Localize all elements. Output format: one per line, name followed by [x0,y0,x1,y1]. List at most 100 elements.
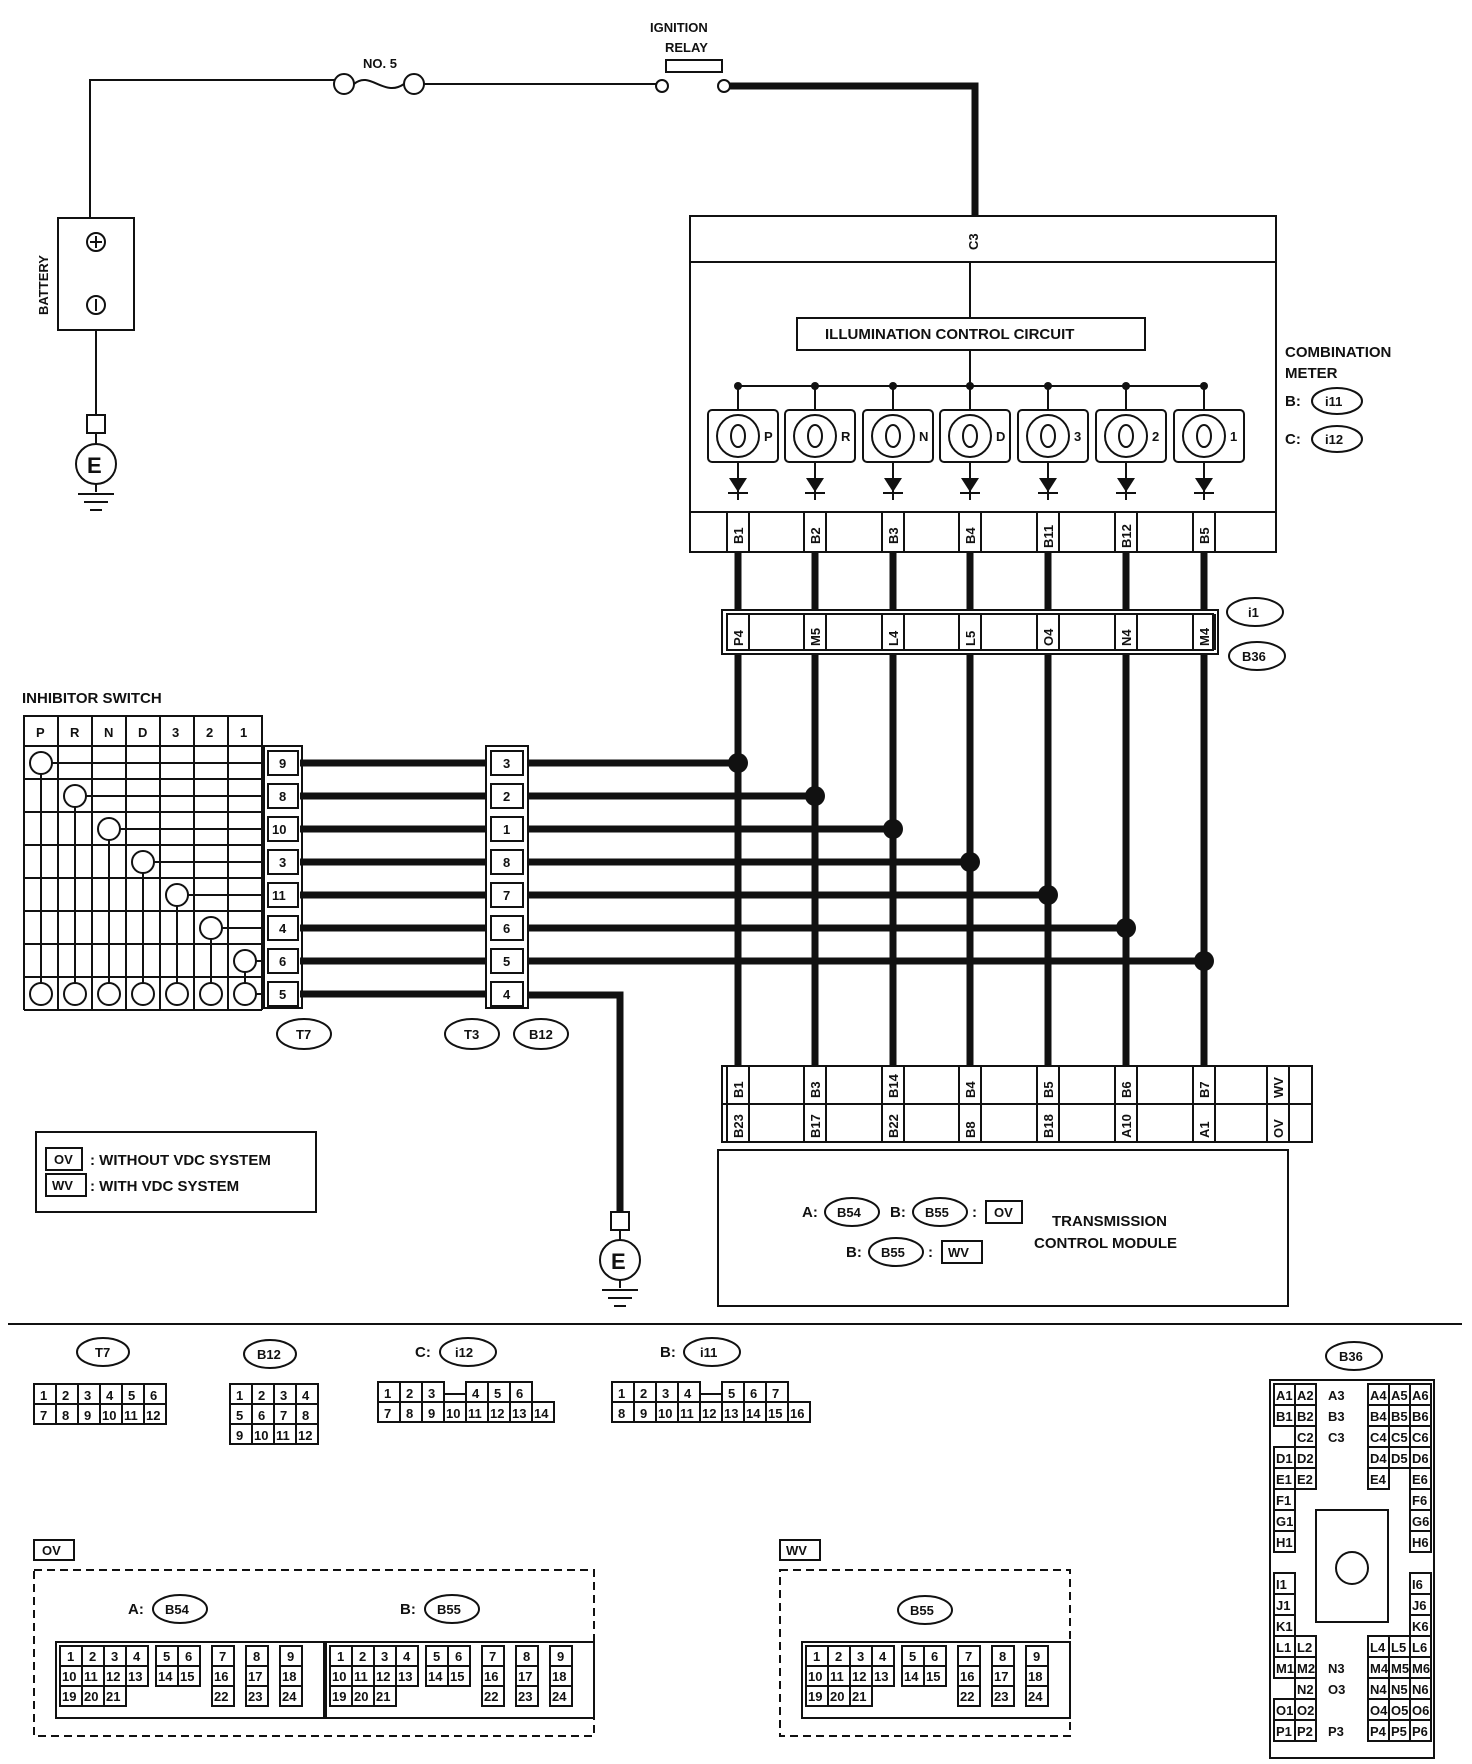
connector-pin: 5 [494,1386,501,1401]
connector-pin: 7 [40,1408,47,1423]
switch-contact [233,949,257,973]
switch-contact [199,982,223,1006]
harness-pin-N4: N4 [1119,629,1134,646]
ov-b-prefix: B: [400,1601,416,1618]
switch-contact [233,982,257,1006]
connector-pin: 2 [406,1386,413,1401]
tcm-colon-1: : [972,1204,977,1221]
connector-pin: 11 [468,1406,482,1421]
tcm-a-prefix: A: [802,1204,818,1221]
connector-pin: 18 [282,1669,296,1684]
tcm-pin-B22: B22 [886,1114,901,1138]
connector-pin: 6 [185,1649,192,1664]
b36-pin-L4: L4 [1370,1640,1386,1655]
b36-pin-J6: J6 [1412,1598,1426,1613]
tcm-pin-WV: WV [1271,1077,1286,1098]
fuse-left-terminal [333,73,355,95]
junction-dot [1194,951,1214,971]
connector-pin: 10 [808,1669,822,1684]
diode-icon [806,478,824,492]
view-b12-badge [243,1339,297,1369]
connector-pin: 10 [102,1408,116,1423]
connector-pin: 5 [909,1649,916,1664]
connector-pin: 5 [128,1388,135,1403]
connector-pin: 18 [1028,1669,1042,1684]
junction-dot [1116,918,1136,938]
junction-dot [960,852,980,872]
connector-pin: 1 [236,1388,243,1403]
meter-pin-B3: B3 [886,527,901,544]
connector-pin: 2 [359,1649,366,1664]
connector-pin: 6 [931,1649,938,1664]
lamp-bulb-icon [948,414,992,458]
connector-pin: 11 [680,1406,694,1421]
diode-icon [961,478,979,492]
connector-pin: 19 [808,1689,822,1704]
connector-pin: 10 [254,1428,268,1443]
connector-pin: 6 [516,1386,523,1401]
tcm-pin-A10: A10 [1119,1114,1134,1138]
b36-pin-G1: G1 [1276,1514,1293,1529]
connector-pin: 13 [128,1669,142,1684]
connector-pin: 10 [446,1406,460,1421]
tcm-pin-B1: B1 [731,1081,746,1098]
ov-a-prefix: A: [128,1601,144,1618]
connector-pin: 15 [926,1669,940,1684]
connector-pin: 8 [253,1649,260,1664]
b36-pin-O2: O2 [1297,1703,1314,1718]
b36-pin-A6: A6 [1412,1388,1429,1403]
view-b36-badge [1325,1341,1383,1371]
lamp-bulb-icon [1182,414,1226,458]
b36-pin-M5: M5 [1391,1661,1409,1676]
tcm-pin-B14: B14 [886,1073,901,1098]
b36-pin-H6: H6 [1412,1535,1429,1550]
b36-pin-M6: M6 [1412,1661,1430,1676]
connector-pin: 3 [84,1388,91,1403]
b36-lock-icon [1335,1551,1369,1585]
switch-contact [29,751,53,775]
connector-pin: 12 [490,1406,504,1421]
t3-badge [444,1018,500,1050]
connector-pin: 3 [280,1388,287,1403]
ov-box-tag: OV [42,1543,61,1558]
b36-pin-N2: N2 [1297,1682,1314,1697]
harness-conn1: i1 [1248,605,1259,620]
harness-pin-O4: O4 [1041,628,1056,646]
tcm-title-line1: TRANSMISSION [1052,1213,1167,1230]
tcm-title-line2: CONTROL MODULE [1034,1235,1177,1252]
b36-pin-O6: O6 [1412,1703,1429,1718]
connector-pin: 14 [746,1406,761,1421]
connector-pin: 1 [67,1649,74,1664]
b36-pin-L5: L5 [1391,1640,1406,1655]
switch-contact [131,850,155,874]
harness-conn1-badge [1226,597,1284,627]
inhibitor-position-1: 1 [240,725,247,740]
connector-pin: 2 [258,1388,265,1403]
lamp-label: 1 [1230,429,1237,444]
connector-pin: 7 [280,1408,287,1423]
connector-pin: 9 [84,1408,91,1423]
connector-pin: 2 [640,1386,647,1401]
b36-pin-E6: E6 [1412,1472,1428,1487]
ov-b-badge [424,1594,480,1624]
b36-pin-K6: K6 [1412,1619,1429,1634]
lamp-label: D [996,429,1005,444]
b36-pin-D4: D4 [1370,1451,1387,1466]
t7-pin-4: 4 [279,921,287,936]
connector-pin: 8 [302,1408,309,1423]
connector-pin: 23 [248,1689,262,1704]
connector-pin: 17 [518,1669,532,1684]
meter-top-pin: C3 [966,233,981,250]
t7-pin-10: 10 [272,822,286,837]
lamp-label: P [764,429,773,444]
ov-b-title: B55 [437,1602,461,1617]
view-i11-badge [683,1337,741,1367]
t3-pin-7: 7 [503,888,510,903]
t7-pin-11: 11 [272,888,286,903]
lamp-1: 1 [1173,382,1245,500]
b36-pin-B3: B3 [1328,1409,1345,1424]
tcm-b-badge [912,1197,968,1227]
